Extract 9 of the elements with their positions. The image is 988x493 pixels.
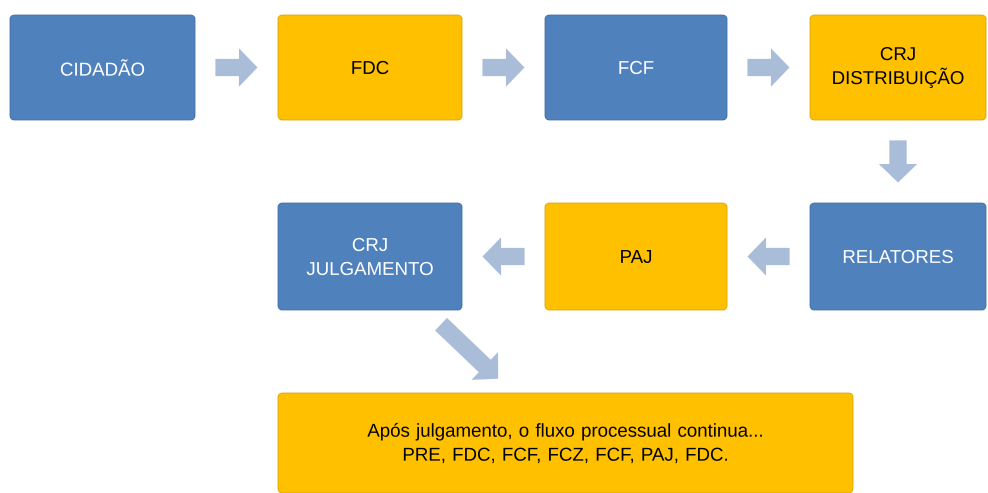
process-box: PAJ [544,202,728,310]
process-box: CIDADÃO [10,14,196,120]
process-box: RELATORES [810,202,986,310]
process-box: CRJ JULGAMENTO [278,202,462,310]
process-box: CRJ DISTRIBUIÇÃO [810,14,986,120]
process-box: FDC [278,14,462,120]
block-arrow [435,318,498,380]
process-box: Após julgamento, o fluxo processual continua... PRE, FDC, FCF, FCZ, FCF, PAJ, FDC. [278,392,854,493]
process-box: FCF [544,14,728,120]
